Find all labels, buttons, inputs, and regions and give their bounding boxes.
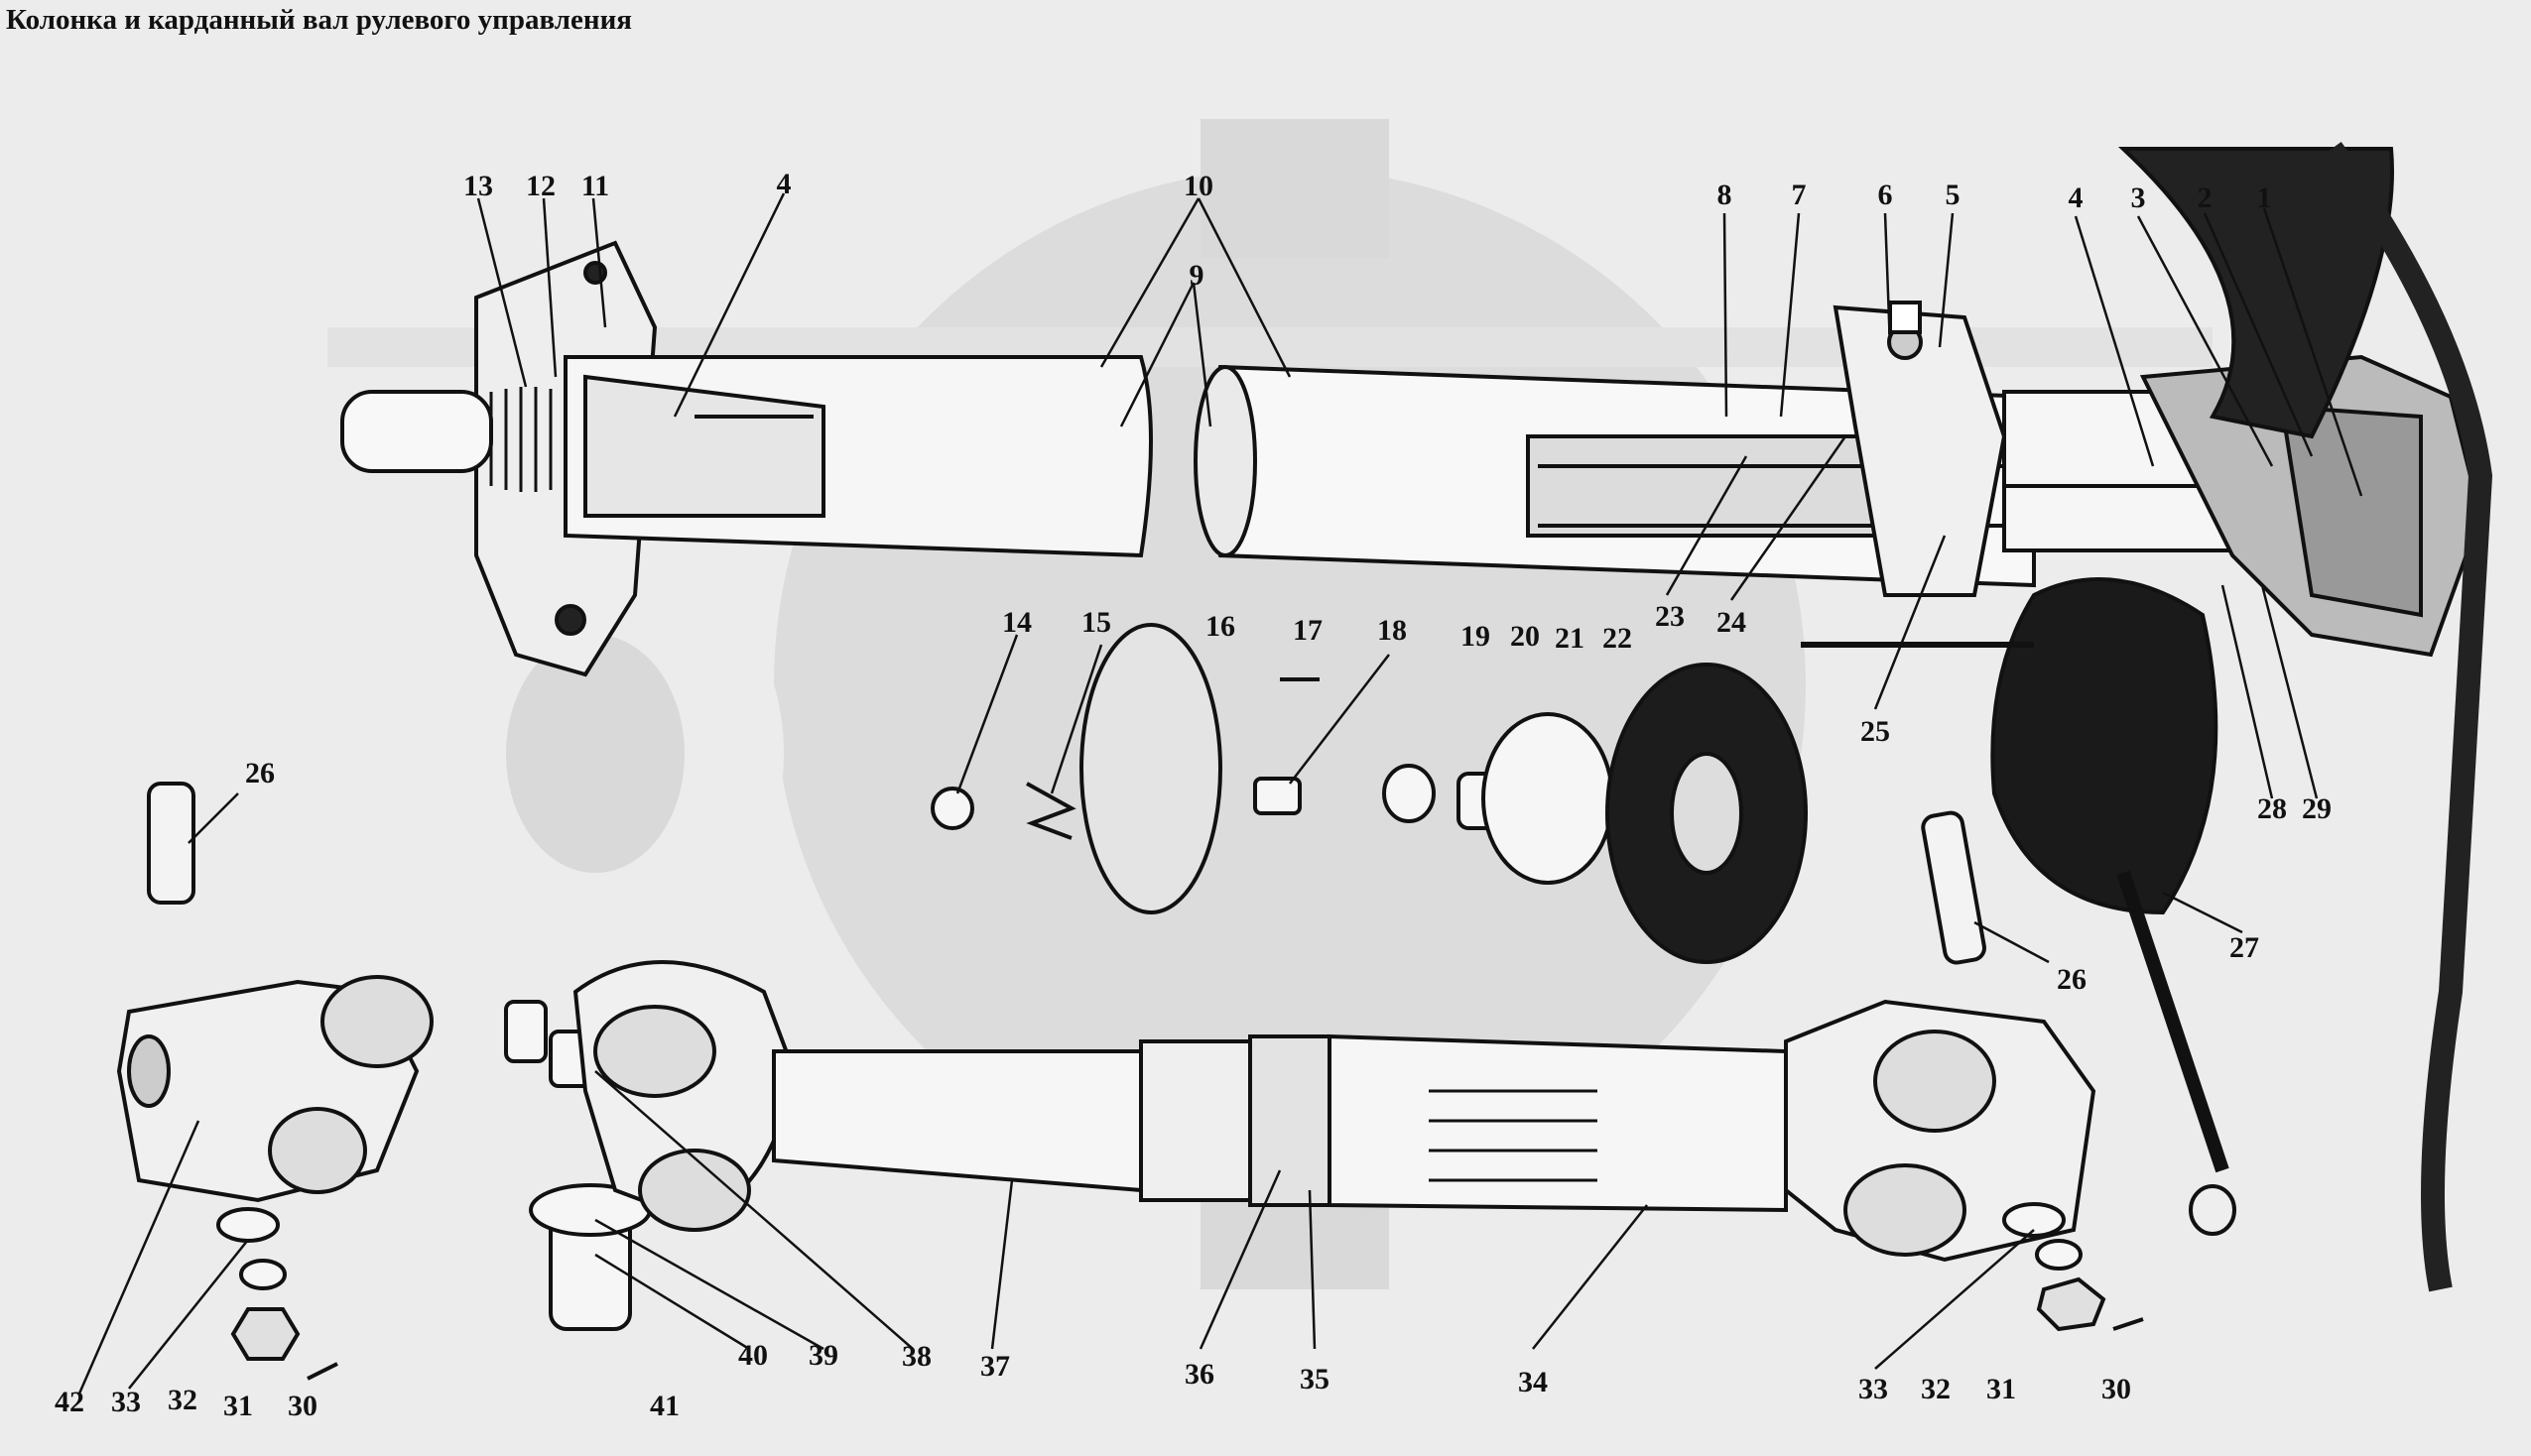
callout-10: 10 xyxy=(1184,170,1213,202)
callout-31-left: 31 xyxy=(223,1390,253,1422)
callout-24: 24 xyxy=(1716,606,1746,639)
bushing-18 xyxy=(1253,777,1302,815)
small-parts-row xyxy=(931,623,2034,964)
callout-30-right: 30 xyxy=(2101,1373,2131,1405)
callout-14: 14 xyxy=(1002,606,1032,639)
callout-33-left: 33 xyxy=(111,1386,141,1418)
callout-17: 17 xyxy=(1293,614,1323,647)
leader-lines xyxy=(77,192,2363,1395)
steering-column-assembly xyxy=(340,141,2493,1292)
fasteners xyxy=(216,1202,2144,1381)
callout-32-right: 32 xyxy=(1921,1373,1951,1405)
callout-23: 23 xyxy=(1655,600,1685,633)
callout-18: 18 xyxy=(1377,614,1407,647)
cover-16 xyxy=(1079,623,1222,914)
callout-35: 35 xyxy=(1300,1363,1329,1395)
callout-13: 13 xyxy=(463,170,493,202)
callout-41: 41 xyxy=(650,1390,680,1422)
callout-1: 1 xyxy=(2256,182,2272,214)
callout-26-right: 26 xyxy=(2057,963,2087,996)
callout-7: 7 xyxy=(1791,179,1807,211)
callout-3: 3 xyxy=(2130,182,2146,214)
callout-36: 36 xyxy=(1185,1358,1214,1391)
callout-21: 21 xyxy=(1555,622,1584,655)
cardan-shaft-assembly xyxy=(116,782,2096,1331)
callout-2: 2 xyxy=(2197,182,2213,214)
callout-4-left: 4 xyxy=(776,168,792,200)
callout-12: 12 xyxy=(526,170,556,202)
callout-42: 42 xyxy=(55,1386,84,1418)
callout-5: 5 xyxy=(1945,179,1961,211)
callout-11: 11 xyxy=(580,170,610,202)
washer-14 xyxy=(931,787,974,830)
callout-16: 16 xyxy=(1205,610,1235,643)
callout-27: 27 xyxy=(2229,931,2259,964)
callout-22: 22 xyxy=(1602,622,1632,655)
callout-28: 28 xyxy=(2257,792,2287,825)
callout-9: 9 xyxy=(1189,259,1204,292)
callout-31-right: 31 xyxy=(1986,1373,2016,1405)
callout-4-right: 4 xyxy=(2068,182,2084,214)
callout-20: 20 xyxy=(1510,620,1540,653)
callout-40: 40 xyxy=(738,1339,768,1372)
callout-32-left: 32 xyxy=(168,1384,197,1416)
page-title: Колонка и карданный вал рулевого управле… xyxy=(6,4,632,36)
callout-19: 19 xyxy=(1460,620,1490,653)
callout-6: 6 xyxy=(1877,179,1893,211)
callout-25: 25 xyxy=(1860,715,1890,748)
washer-19 xyxy=(1382,764,1436,823)
callout-15: 15 xyxy=(1081,606,1111,639)
callout-30-left: 30 xyxy=(288,1390,317,1422)
callout-29: 29 xyxy=(2302,792,2332,825)
callout-37: 37 xyxy=(980,1350,1010,1383)
callout-33-right: 33 xyxy=(1858,1373,1888,1405)
callout-8: 8 xyxy=(1716,179,1732,211)
callout-38: 38 xyxy=(902,1340,932,1373)
cone-21 xyxy=(1481,712,1614,885)
callout-39: 39 xyxy=(809,1339,838,1372)
callout-26-left: 26 xyxy=(245,757,275,789)
callout-34: 34 xyxy=(1518,1366,1548,1398)
spring-15 xyxy=(1026,782,1076,840)
